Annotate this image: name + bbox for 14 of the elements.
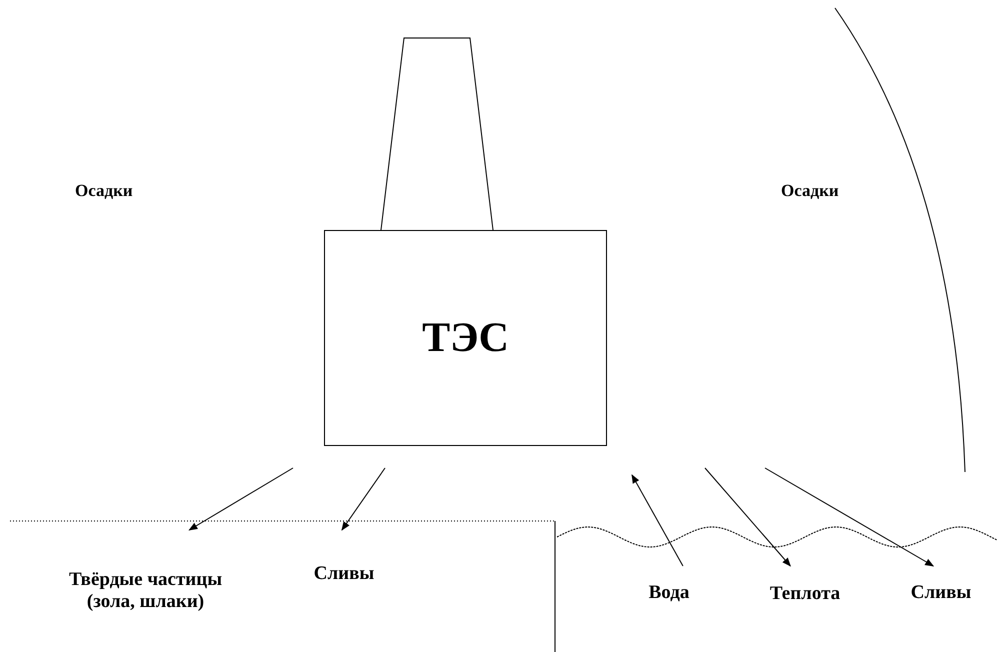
- precipitation-label: Осадки: [75, 181, 133, 201]
- arrow: [341, 468, 386, 531]
- arrow: [632, 474, 684, 566]
- precipitation-label: Осадки: [781, 181, 839, 201]
- node-text: Твёрдые частицы (зола, шлаки): [68, 569, 224, 613]
- power-plant-box: [324, 230, 607, 446]
- node-text: Теплота: [770, 583, 840, 605]
- node-text: Вода: [648, 582, 690, 604]
- arrow: [704, 468, 791, 567]
- arrow: [188, 468, 294, 530]
- arrow: [764, 468, 934, 566]
- node-text: Сливы: [910, 582, 972, 604]
- node-text: Сливы: [314, 563, 374, 585]
- node-text: ТЭС: [422, 314, 509, 362]
